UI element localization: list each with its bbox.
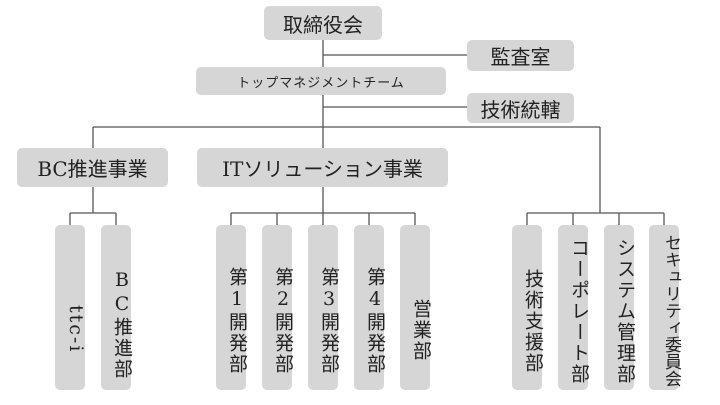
unit-dev-2: 第2開発部 xyxy=(262,225,294,390)
unit-corporate: コーポレート部 xyxy=(558,225,590,390)
unit-tech-support: 技術支援部 xyxy=(512,225,544,390)
unit-dev-4: 第4開発部 xyxy=(354,225,386,390)
unit-bc-promotion: BC推進部 xyxy=(101,225,133,390)
unit-sales: 営業部 xyxy=(400,225,432,390)
it-business-box: ITソリューション事業 xyxy=(197,148,448,187)
audit-office-box: 監査室 xyxy=(467,40,574,71)
tech-oversight-box: 技術統轄 xyxy=(467,93,574,123)
unit-dev-1: 第1開発部 xyxy=(216,225,248,390)
bc-business-box: BC推進事業 xyxy=(17,148,168,187)
unit-dev-3: 第3開発部 xyxy=(308,225,340,390)
unit-ttc-i: ttc-i xyxy=(55,225,87,390)
board-box: 取締役会 xyxy=(264,6,382,40)
management-team-box: トップマネジメントチーム xyxy=(196,67,446,95)
unit-system-mgmt: システム管理部 xyxy=(604,225,636,390)
unit-security-committee: セキュリティ委員会 xyxy=(649,225,681,390)
